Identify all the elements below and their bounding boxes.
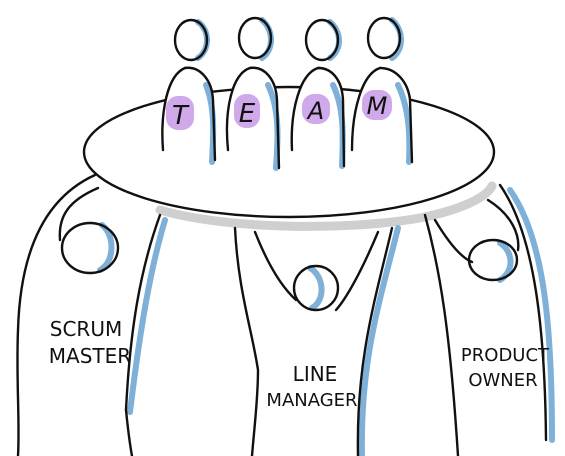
scrum-master-label-line2: MASTER — [49, 344, 131, 368]
line-manager-label-line2: MANAGER — [266, 390, 357, 411]
team-label: T E A M — [166, 90, 392, 131]
scrum-master-head — [60, 221, 120, 275]
product-owner-label-line1: PRODUCT — [461, 345, 550, 366]
highlight-t — [166, 96, 194, 130]
line-manager-label-line1: LINE — [293, 362, 338, 386]
table-top — [82, 85, 496, 219]
letter-a: A — [306, 97, 324, 125]
product-owner-figure: PRODUCT OWNER — [423, 183, 555, 456]
letter-m: M — [367, 92, 388, 120]
line-manager-figure: LINE MANAGER — [233, 225, 401, 456]
letter-e: E — [239, 99, 256, 129]
highlight-a — [302, 94, 330, 124]
highlight-m — [362, 90, 392, 120]
scrum-master-figure: SCRUM MASTER — [16, 173, 168, 456]
scrum-master-label-line1: SCRUM — [50, 317, 122, 341]
letter-t: T — [172, 101, 190, 131]
line-manager-head — [292, 264, 340, 312]
team-table — [82, 66, 497, 231]
highlight-e — [234, 94, 260, 128]
product-owner-label-line2: OWNER — [468, 370, 537, 391]
table-shadow — [155, 181, 497, 231]
